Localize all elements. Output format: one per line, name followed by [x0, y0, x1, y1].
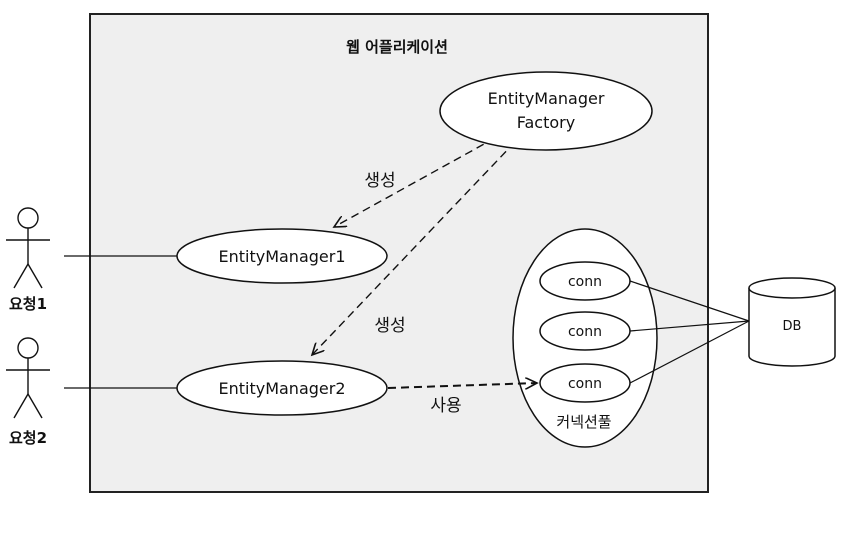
web-application-title: 웹 어플리케이션 [346, 38, 448, 56]
node-entity-manager-1 [176, 228, 388, 284]
actor-request-1-label: 요청1 [9, 295, 47, 313]
db-label: DB [783, 319, 802, 334]
actor-head-icon [17, 207, 39, 229]
node-conn-1-label: conn [568, 274, 602, 290]
edge-create-em2-label: 생성 [374, 316, 405, 336]
node-conn-2-label: conn [568, 324, 602, 340]
edge-create-em1 [334, 137, 496, 227]
node-entity-manager-factory-line2: Factory [517, 113, 575, 132]
link-conn2-db [629, 320, 750, 332]
node-entity-manager-factory [439, 71, 653, 151]
edge-create-em1-label: 생성 [364, 171, 395, 191]
edge-use-conn [387, 383, 537, 388]
connection-pool-label: 커넥션풀 [556, 413, 611, 431]
node-entity-manager-1-label: EntityManager1 [218, 247, 345, 266]
node-entity-manager-factory-line1: EntityManager [488, 89, 605, 108]
link-conn3-db [629, 320, 750, 384]
db-cylinder-icon [748, 277, 836, 367]
actor-request-2-label: 요청2 [9, 429, 47, 447]
actor-request-2 [6, 337, 50, 419]
edge-create-em2 [312, 141, 516, 355]
actor-request-1 [6, 207, 50, 289]
edge-use-conn-label: 사용 [430, 396, 461, 416]
node-entity-manager-2-label: EntityManager2 [218, 379, 345, 398]
node-conn-3-label: conn [568, 376, 602, 392]
node-entity-manager-2 [176, 360, 388, 416]
actor-head-icon [17, 337, 39, 359]
link-conn1-db [629, 280, 750, 322]
